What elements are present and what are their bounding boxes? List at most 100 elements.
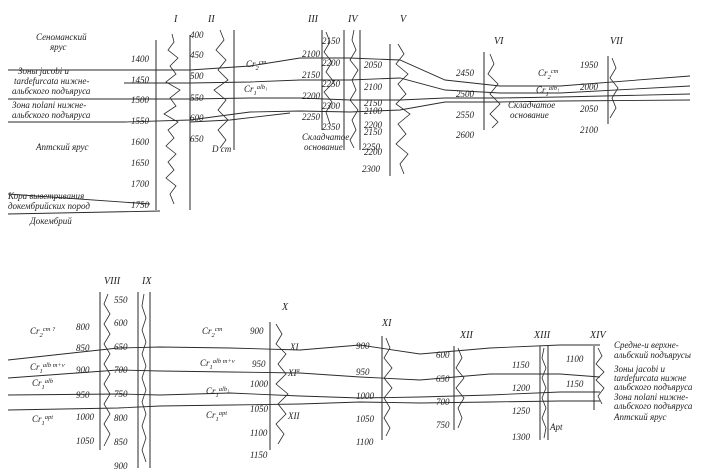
right-legend-jacobi-2: tardefurcata нижне (614, 373, 686, 383)
well-VII-label: VII (610, 36, 623, 47)
fold-basement-a-1: Складчатое (302, 132, 349, 142)
well-V-depth-3: 2150 (364, 98, 383, 108)
well-VIII: VIII 800 850 900 950 1000 1050 (76, 276, 121, 450)
well-IX-label: IX (141, 276, 152, 287)
well-V: V 2050 2100 2150 2200 2250 2300 (362, 14, 411, 176)
well-V-log (395, 43, 411, 175)
well-II-depth-2: 450 (190, 50, 204, 60)
well-IX-depth-5: 750 (114, 389, 128, 399)
well-XI-label: XI (381, 318, 392, 329)
well-II-depth-1: 400 (190, 30, 204, 40)
marker-xi: XI (289, 342, 299, 352)
well-I-log (163, 33, 181, 205)
correlation-cr1apt (7, 400, 600, 411)
well-X-log (275, 323, 289, 445)
well-XIII-label: XIII (533, 330, 551, 341)
well-IV-depth-4: 2300 (322, 101, 341, 111)
correlation-nolani-base (123, 99, 691, 123)
well-III: III 2100 2150 2200 2250 Складчатое основ… (302, 14, 349, 152)
well-II-depth-4: 550 (190, 93, 204, 103)
well-I-depth-1: 1400 (131, 54, 150, 64)
well-VI-label: VI (494, 36, 504, 47)
well-XIV-label: XIV (589, 330, 607, 341)
well-XI: XI 900 950 1000 1050 1100 (356, 318, 393, 447)
well-X-depth-5: 1100 (250, 428, 268, 438)
well-I-depth-5: 1600 (131, 137, 150, 147)
well-II-depth-6: 650 (190, 134, 204, 144)
well-IX-depth-6: 800 (114, 413, 128, 423)
left-label-cr1apt: Cr1apt (32, 414, 53, 427)
well-VII-depth-2: 2000 (580, 82, 599, 92)
legend-cenomanian-1: Сеноманский (36, 32, 87, 42)
well-II-depth-5: 600 (190, 113, 204, 123)
legend-nolani-1: Зона nolani нижне- (12, 100, 86, 110)
well-XII-depth-3: 700 (436, 397, 450, 407)
well-X-depth-4: 1050 (250, 404, 269, 414)
well-IX-depth-8: 900 (114, 461, 128, 471)
well-XI-depth-3: 1000 (356, 391, 375, 401)
well-I-depth-3: 1500 (131, 95, 150, 105)
well-XII-depth-1: 600 (436, 350, 450, 360)
well-VII-depth-4: 2100 (580, 125, 599, 135)
correlation-cr2cm (7, 344, 600, 361)
well-VI-log (487, 53, 501, 129)
x-label-cr1albmv: Cr1alb m+v (200, 358, 235, 371)
legend-weathering-2: докембрийских пород (8, 201, 90, 211)
well-I-depth-8: 1750 (131, 200, 150, 210)
legend-aptian: Аптский ярус (35, 142, 89, 152)
well-I-label: I (173, 14, 178, 25)
well-XIV-depth-2: 1150 (566, 379, 584, 389)
well-V-depth-2: 2100 (364, 82, 383, 92)
well-XIV-depth-1: 1100 (566, 354, 584, 364)
well-I-depth-7: 1700 (131, 179, 150, 189)
legend-jacobi-3: альбского подъяруса (12, 86, 91, 96)
well-IX-depth-4: 700 (114, 365, 128, 375)
legend-jacobi-1: Зоны jacobi и (18, 66, 70, 76)
well-XIII-depth-1: 1150 (512, 360, 530, 370)
legend-precambrian: Докембрий (29, 216, 72, 226)
well-XIII-depth-2: 1200 (512, 383, 531, 393)
well-X-depth-6: 1150 (250, 450, 268, 460)
well-III-label: III (307, 14, 319, 25)
well-III-depth-4: 2250 (302, 112, 321, 122)
well-II-log (213, 29, 229, 149)
well-XII: XII 600 650 700 750 (436, 330, 473, 430)
well-XI-depth-1: 900 (356, 341, 370, 351)
well-IV: IV 2150 2200 2250 2300 2350 2100 2150 22… (322, 14, 383, 157)
well-V-depth-6: 2300 (362, 164, 381, 174)
legend-line-5 (7, 210, 161, 215)
well-XIII: XIII 1150 1200 1250 1300 Apt (512, 330, 563, 442)
well-V-label: V (400, 14, 408, 25)
legend-jacobi-2: tardefurcata нижне- (14, 76, 89, 86)
marker-xia: XIa (287, 367, 300, 378)
right-legend-nolani-1: Зона nolani нижне- (614, 392, 688, 402)
well-I-depth-6: 1650 (131, 158, 150, 168)
well-IX-depth-3: 650 (114, 342, 128, 352)
correlation-jacobi-base (124, 93, 691, 101)
x-label-cr1apt: Cr1apt (206, 410, 227, 423)
well-I-depth-4: 1550 (131, 116, 150, 126)
legend-nolani-2: альбского подъяруса (12, 110, 91, 120)
well-VIII-depth-6: 1050 (76, 436, 95, 446)
well-VI-depth-1: 2450 (456, 68, 475, 78)
top-section: Сеноманский ярус Зоны jacobi и tardefurc… (7, 14, 691, 226)
right-legend-jacobi-1: Зоны jacobi и (614, 364, 666, 374)
legend-cenomanian-2: ярус (49, 42, 67, 52)
annotation-cr2cm-b: Cr2cm (538, 68, 559, 81)
well-VIII-depth-4: 950 (76, 390, 90, 400)
well-II-label: II (207, 14, 215, 25)
well-XI-depth-4: 1050 (356, 414, 375, 424)
well-IX-depth-1: 550 (114, 295, 128, 305)
well-XIII-depth-4: 1300 (512, 432, 531, 442)
well-VIII-label: VIII (104, 276, 121, 287)
well-I-depth-2: 1450 (131, 75, 150, 85)
annotation-dcm: D cm (211, 144, 232, 154)
well-IX-depth-7: 850 (114, 437, 128, 447)
annotation-cr1alb1-a: Cr1alb₁ (244, 84, 267, 97)
well-III-log (323, 31, 335, 125)
right-legend-jacobi-3: альбского подъяруса (614, 382, 693, 392)
well-III-depth-2: 2150 (302, 70, 321, 80)
left-label-cr1albmv: Cr1alb m+v (30, 362, 65, 375)
well-III-depth-1: 2100 (302, 49, 321, 59)
